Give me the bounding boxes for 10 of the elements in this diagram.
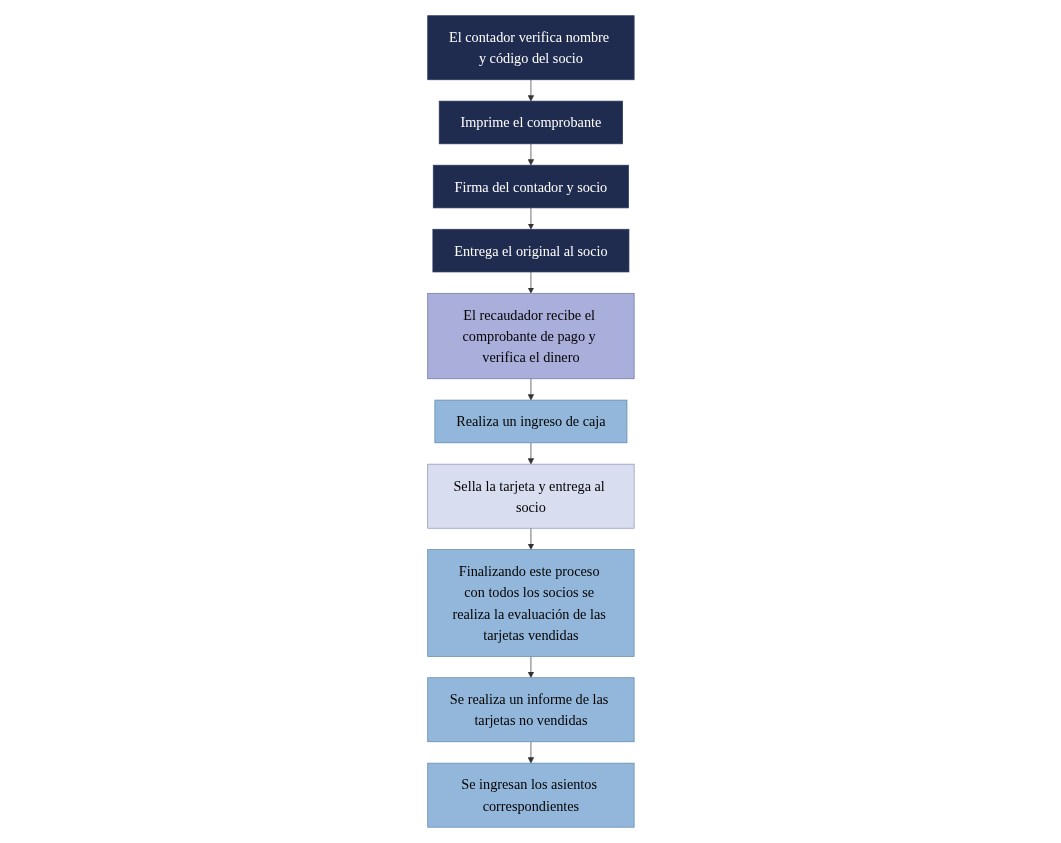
node-box: Imprime el comprobante <box>438 100 623 145</box>
node-box: El contador verifica nombre y código del socio <box>426 15 635 81</box>
node-box: Se ingresan los asientos correspondientes <box>426 762 635 828</box>
node-box: El recaudador recibe el comprobante de pago y verifica el dinero <box>426 293 635 380</box>
node-box: Finalizando este proceso con todos los socios se realiza la evaluación de las tarjetas vendidas <box>426 549 635 657</box>
node-box: Sella la tarjeta y entrega al socio <box>426 463 635 529</box>
node-box: Realiza un ingreso de caja <box>434 399 627 444</box>
node-box: Se realiza un informe de las tarjetas no vendidas <box>426 677 635 743</box>
node-box: Firma del contador y socio <box>432 164 629 209</box>
node-box: Entrega el original al socio <box>432 228 629 273</box>
